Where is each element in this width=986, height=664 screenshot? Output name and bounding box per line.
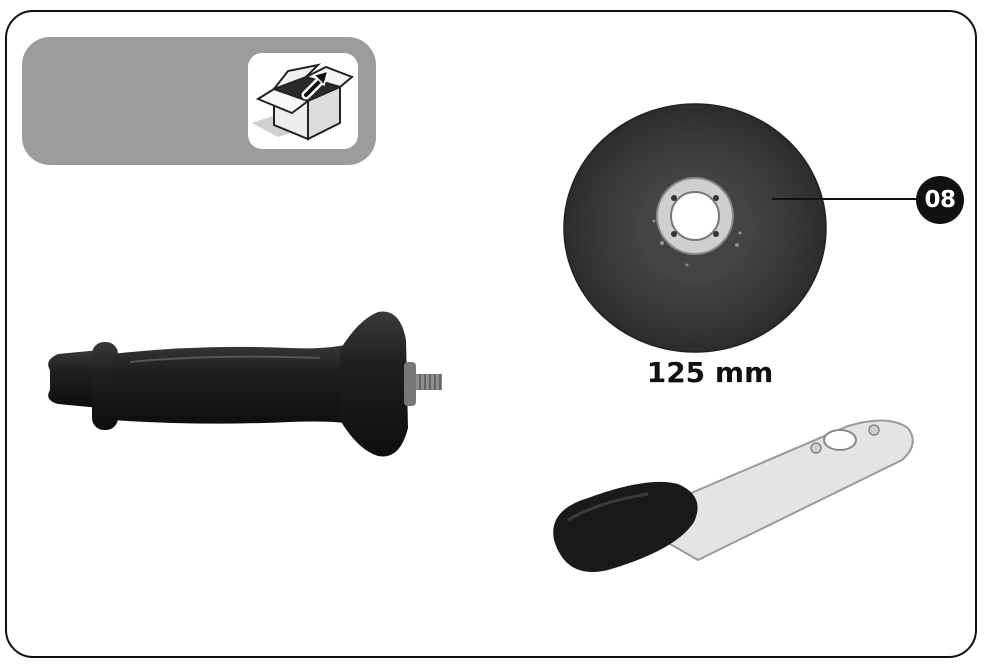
auxiliary-handle-image	[48, 311, 442, 457]
grinding-disc-image	[563, 103, 827, 353]
callout-badge: 08	[916, 176, 964, 224]
disc-size-label: 125 mm	[646, 356, 774, 389]
flange-spanner-image	[553, 419, 914, 572]
callout-line	[772, 198, 924, 200]
open-box-icon	[252, 63, 354, 141]
